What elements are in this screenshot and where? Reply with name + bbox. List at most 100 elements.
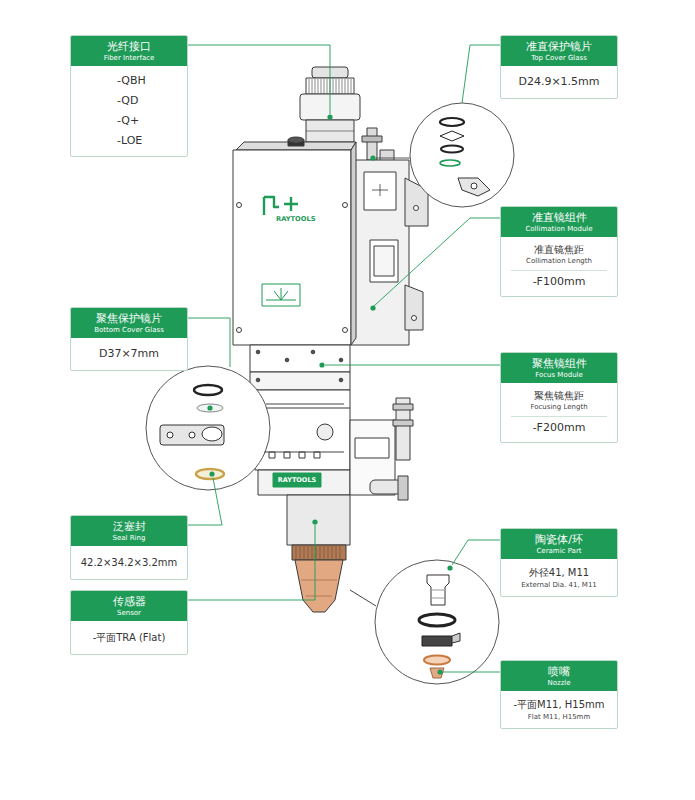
collimation-body-part bbox=[374, 246, 394, 276]
detail-circles-part bbox=[376, 158, 410, 159]
callout-title: 泛塞封 bbox=[74, 520, 184, 534]
detail-circles-part bbox=[197, 404, 223, 412]
callout-subtitle: Sensor bbox=[74, 609, 184, 618]
detail-circles-part bbox=[375, 560, 499, 684]
collimation-body-part bbox=[372, 184, 388, 196]
detail-circles-part bbox=[146, 366, 270, 490]
sensor-nozzle-part bbox=[301, 580, 337, 596]
leader-lines-part bbox=[325, 365, 500, 366]
sensor-nozzle-part bbox=[295, 560, 343, 612]
focus-module-part bbox=[311, 350, 315, 354]
leader-dots-part bbox=[319, 362, 324, 367]
detail-circles-part bbox=[424, 656, 450, 665]
collimation-body-part bbox=[362, 136, 382, 142]
callout-box: 陶瓷体/环Ceramic Part外径41, M11External Dia. … bbox=[500, 528, 618, 597]
focus-module-part bbox=[398, 476, 408, 500]
callout-header: 准直保护镜片Top Cover Glass bbox=[501, 36, 617, 66]
focus-module-part bbox=[256, 350, 260, 354]
detail-circles-part bbox=[440, 118, 464, 126]
fiber-connector-part bbox=[306, 120, 354, 142]
control-box-part bbox=[266, 288, 296, 300]
leader-lines-part bbox=[443, 672, 500, 673]
focus-module-part bbox=[285, 358, 289, 362]
leader-dots-part bbox=[370, 155, 375, 160]
leader-dots-part bbox=[209, 471, 214, 476]
leader-lines-part bbox=[462, 45, 500, 103]
sensor-nozzle-part bbox=[292, 545, 346, 560]
callout-title: 陶瓷体/环 bbox=[504, 533, 614, 547]
callout-title: 光纤接口 bbox=[74, 40, 184, 54]
leader-lines-part bbox=[452, 540, 500, 565]
leader-dots-part bbox=[370, 305, 375, 310]
callout-value: D24.9×1.5mm bbox=[501, 75, 617, 98]
callout-subtitle: Seal Ring bbox=[74, 534, 184, 543]
callout-value: D37×7mm bbox=[71, 347, 187, 370]
detail-circles-part bbox=[160, 425, 224, 445]
focus-module-part bbox=[250, 345, 350, 372]
leader-lines-part bbox=[188, 318, 230, 367]
focus-module-part bbox=[255, 408, 350, 409]
callout-value: 准直镜焦距 bbox=[501, 243, 617, 256]
focus-module-part bbox=[314, 452, 320, 458]
callout-box: 泛塞封Seal Ring 42.2×34.2×3.2mm bbox=[70, 515, 188, 580]
callout-title: 传感器 bbox=[74, 595, 184, 609]
callout-value: 42.2×34.2×3.2mm bbox=[71, 556, 187, 579]
control-box-part bbox=[237, 328, 242, 333]
callout-value: External Dia. 41, M11 bbox=[501, 581, 617, 596]
collimation-body-part bbox=[412, 316, 417, 321]
callout-title: 聚焦保护镜片 bbox=[74, 312, 184, 326]
callout-box: 准直镜组件Collimation Module准直镜焦距Collimation … bbox=[500, 206, 618, 297]
detail-circles-part bbox=[196, 469, 224, 479]
callout-header: 聚焦保护镜片Bottom Cover Glass bbox=[71, 308, 187, 338]
callout-header: 聚焦镜组件Focus Module bbox=[501, 353, 617, 383]
leader-lines-part bbox=[374, 218, 500, 306]
callout-value: -QD bbox=[71, 94, 187, 108]
callout-subtitle: Bottom Cover Glass bbox=[74, 326, 184, 335]
focus-module-part bbox=[339, 378, 343, 382]
callout-box: 准直保护镜片Top Cover GlassD24.9×1.5mm bbox=[500, 35, 618, 99]
detail-circles-part bbox=[430, 668, 444, 678]
focus-module-part bbox=[317, 424, 333, 440]
callout-title: 准直保护镜片 bbox=[504, 40, 614, 54]
fiber-connector-part bbox=[306, 131, 354, 132]
collimation-body-part bbox=[405, 285, 423, 330]
focus-module-part bbox=[250, 372, 350, 390]
callout-value: -F200mm bbox=[511, 416, 607, 442]
control-box-part bbox=[262, 284, 300, 306]
leader-lines-part bbox=[188, 45, 330, 114]
collimation-body-part bbox=[414, 206, 419, 211]
callout-title: 喷嘴 bbox=[504, 665, 614, 679]
leader-lines-part bbox=[188, 525, 315, 600]
callout-value: -LOE bbox=[71, 134, 187, 156]
callout-box: 光纤接口Fiber Interface-QBH-QD-Q+-LOE bbox=[70, 35, 188, 157]
focus-module-part bbox=[355, 438, 389, 458]
callout-value: -F100mm bbox=[511, 270, 607, 296]
detail-circles-part bbox=[419, 614, 455, 626]
control-box-part bbox=[288, 137, 304, 143]
collimation-body-part bbox=[364, 172, 396, 210]
leader-dots-part bbox=[312, 519, 317, 524]
focus-module-part bbox=[273, 473, 321, 487]
leader-dots-part bbox=[437, 669, 442, 674]
leader-lines-part bbox=[188, 478, 222, 525]
detail-circles bbox=[146, 103, 514, 684]
detail-circles-part bbox=[471, 183, 477, 189]
callout-box: 聚焦镜组件Focus Module聚焦镜焦距Focusing Length-F2… bbox=[500, 352, 618, 443]
detail-circles-part bbox=[422, 636, 452, 646]
leader-lines bbox=[188, 45, 500, 672]
sensor-nozzle-part bbox=[287, 495, 350, 545]
detail-circles-part bbox=[266, 404, 344, 405]
control-box-part bbox=[237, 203, 242, 208]
detail-circles-part bbox=[452, 633, 460, 643]
callout-value: -Q+ bbox=[71, 114, 187, 128]
callout-header: 喷嘴Nozzle bbox=[501, 661, 617, 691]
callout-subtitle: Fiber Interface bbox=[74, 54, 184, 63]
control-box-part bbox=[343, 203, 348, 208]
callout-value: -平面TRA (Flat) bbox=[71, 631, 187, 654]
callout-header: 传感器Sensor bbox=[71, 591, 187, 621]
callout-subtitle: Focus Module bbox=[504, 371, 614, 380]
sensor-nozzle bbox=[287, 495, 350, 612]
callout-box: 喷嘴Nozzle-平面M11, H15mmFlat M11, H15mm bbox=[500, 660, 618, 729]
detail-circles-part bbox=[350, 590, 376, 606]
callout-subtitle: Nozzle bbox=[504, 679, 614, 688]
